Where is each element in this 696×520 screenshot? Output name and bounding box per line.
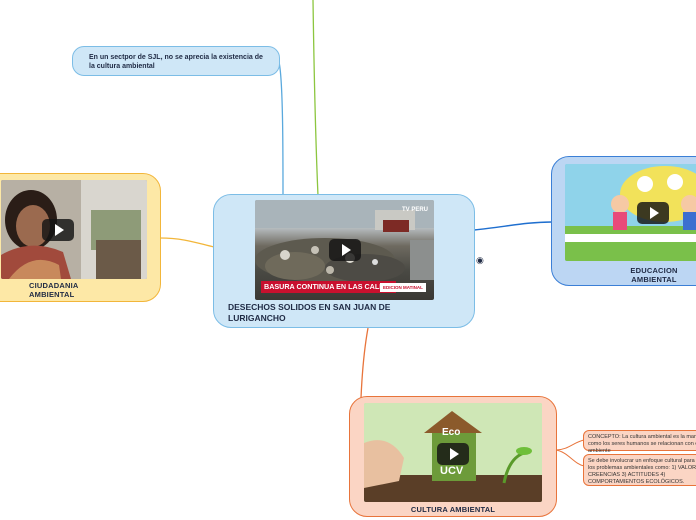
cultura-video-thumbnail[interactable]: Eco UCV xyxy=(364,403,542,502)
ciudadania-ambiental-node[interactable]: CIUDADANIA AMBIENTAL xyxy=(0,173,161,302)
globe-icon: ◉ xyxy=(476,255,484,265)
ciudadania-play-button[interactable] xyxy=(42,219,74,241)
educacion-label: EDUCACION AMBIENTAL xyxy=(630,266,678,284)
educacion-video-thumbnail[interactable] xyxy=(565,164,696,261)
note-top-text: En un sectpor de SJL, no se aprecia la e… xyxy=(89,54,263,70)
video-channel-badge: TV PERU xyxy=(401,207,428,213)
central-title: DESECHOS SOLIDOS EN SAN JUAN DE LURIGANC… xyxy=(228,302,391,323)
video-banner: BASURA CONTINUA EN LAS CALLES xyxy=(261,281,397,293)
eco-ucv-scene-icon xyxy=(364,403,542,502)
link-right xyxy=(473,221,553,231)
central-play-button[interactable] xyxy=(329,239,361,261)
link-left xyxy=(159,237,215,248)
concepto-note[interactable]: CONCEPTO: La cultura ambiental es la man… xyxy=(583,430,696,454)
central-topic[interactable]: TV PERU BASURA CONTINUA EN LAS CALLES ED… xyxy=(213,194,475,328)
link-enfoque xyxy=(555,449,585,467)
enfoque-note[interactable]: Se debe involucrar un enfoque cultural p… xyxy=(583,454,696,486)
central-video-thumbnail[interactable]: TV PERU BASURA CONTINUA EN LAS CALLES ED… xyxy=(255,200,434,300)
woman-portrait-icon xyxy=(1,180,147,279)
note-top-sectpor[interactable]: En un sectpor de SJL, no se aprecia la e… xyxy=(72,46,280,76)
link-concepto xyxy=(555,439,585,451)
link-note-top xyxy=(278,61,284,197)
link-bottom xyxy=(360,327,369,399)
educacion-ambiental-node[interactable]: EDUCACION AMBIENTAL xyxy=(551,156,696,286)
ucv-logo-text: UCV xyxy=(440,465,464,477)
concepto-text: CONCEPTO: La cultura ambiental es la man… xyxy=(588,434,696,454)
enfoque-text: Se debe involucrar un enfoque cultural p… xyxy=(588,458,696,485)
video-tag: EDICION MATINAL xyxy=(380,283,426,292)
ciudadania-label: CIUDADANIA AMBIENTAL xyxy=(29,281,79,299)
cultura-play-button[interactable] xyxy=(437,443,469,465)
kids-cartoon-icon xyxy=(565,164,696,261)
educacion-play-button[interactable] xyxy=(637,202,669,224)
cultura-ambiental-node[interactable]: Eco UCV CULTURA AMBIENTAL xyxy=(349,396,557,517)
ciudadania-video-thumbnail[interactable] xyxy=(1,180,147,279)
eco-logo-text: Eco xyxy=(442,427,461,438)
cultura-label: CULTURA AMBIENTAL xyxy=(410,505,496,514)
link-top-green xyxy=(312,0,319,197)
